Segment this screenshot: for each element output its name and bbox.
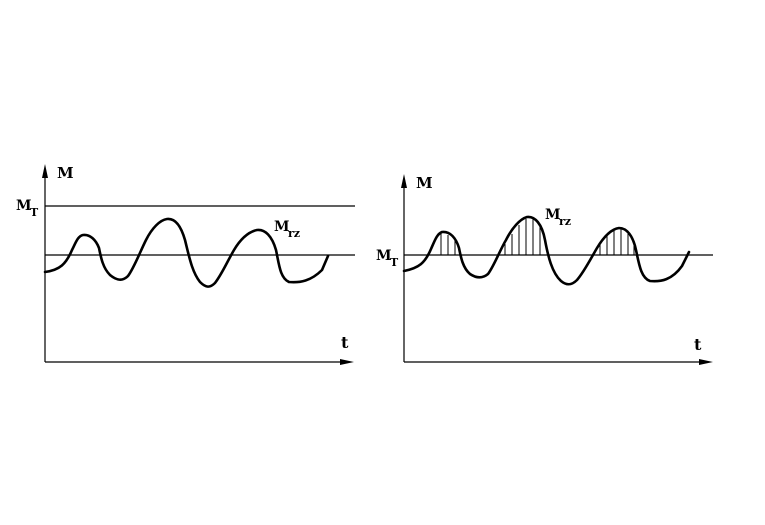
right-x-axis-label: t (694, 335, 702, 354)
left-x-axis-arrow (340, 359, 354, 365)
right-curve-label-subscript: rz (559, 215, 571, 228)
right-threshold-label: M (376, 248, 392, 264)
left-mrz-curve (43, 217, 330, 288)
left-curve-label-subscript: rz (288, 227, 300, 240)
left-threshold-label-subscript: T (30, 206, 39, 219)
left-curve-label: M (274, 219, 290, 235)
right-threshold-label-subscript: T (390, 256, 399, 269)
right-diagram: M t M T M rz (376, 174, 713, 365)
left-y-axis-label: M (57, 164, 74, 182)
right-curve-label: M (545, 207, 561, 223)
right-x-axis-arrow (699, 359, 713, 365)
right-y-axis-arrow (401, 174, 407, 188)
right-mrz-curve (402, 215, 691, 286)
left-y-axis-arrow (42, 164, 48, 178)
left-threshold-label: M (16, 198, 32, 214)
left-diagram: M t M T M rz (16, 164, 355, 365)
right-hatching (440, 218, 635, 255)
right-y-axis-label: M (416, 174, 433, 192)
left-x-axis-label: t (341, 333, 349, 352)
